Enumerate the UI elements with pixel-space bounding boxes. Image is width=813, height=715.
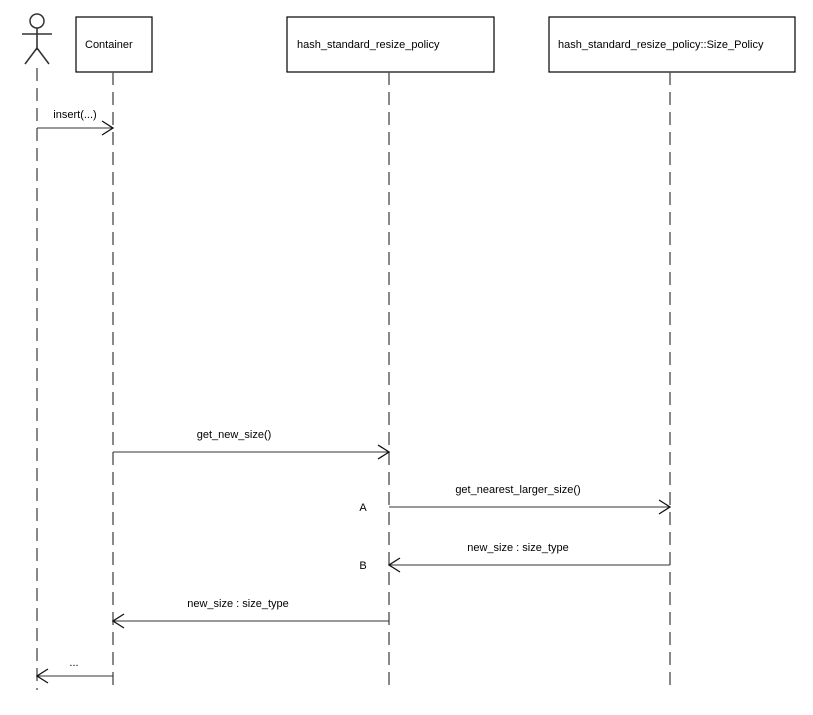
message-return-new-size-outer[interactable]: new_size : size_type	[111, 598, 389, 629]
actor-leg-right-line	[36, 47, 50, 65]
actor-leg-left-line	[24, 47, 38, 65]
message-get-new-size[interactable]: get_new_size()	[113, 429, 391, 460]
actor-figure	[22, 13, 52, 65]
participant-label-size-policy: hash_standard_resize_policy::Size_Policy	[558, 39, 764, 51]
message-marker-a: A	[359, 502, 367, 514]
message-arrowhead	[111, 613, 125, 629]
participant-box-resize-policy[interactable]: hash_standard_resize_policy	[286, 16, 495, 73]
message-arrowhead	[658, 499, 672, 515]
message-arrowhead	[377, 444, 391, 460]
participant-label-resize-policy: hash_standard_resize_policy	[297, 39, 440, 51]
message-label: get_nearest_larger_size()	[455, 484, 580, 496]
message-arrowhead	[35, 668, 49, 684]
message-return-ellipsis[interactable]: ...	[35, 657, 113, 684]
participant-box-container[interactable]: Container	[75, 16, 153, 73]
message-get-nearest-larger-size[interactable]: get_nearest_larger_size() A	[359, 484, 672, 515]
participant-box-rect[interactable]	[286, 16, 495, 73]
message-label: get_new_size()	[197, 429, 272, 441]
message-arrowhead	[387, 557, 401, 573]
message-return-new-size-inner[interactable]: new_size : size_type B	[359, 542, 670, 573]
participant-box-rect[interactable]	[548, 16, 796, 73]
message-marker-b: B	[359, 560, 366, 572]
participant-box-rect[interactable]	[75, 16, 153, 73]
message-label: new_size : size_type	[467, 542, 569, 554]
message-label: new_size : size_type	[187, 598, 289, 610]
message-arrowhead	[101, 120, 115, 136]
message-insert[interactable]: insert(...)	[37, 109, 115, 136]
message-label: insert(...)	[53, 109, 96, 121]
actor-head-icon	[29, 13, 45, 29]
message-label: ...	[69, 657, 78, 669]
participant-box-size-policy[interactable]: hash_standard_resize_policy::Size_Policy	[548, 16, 796, 73]
participant-label-container: Container	[85, 39, 133, 51]
